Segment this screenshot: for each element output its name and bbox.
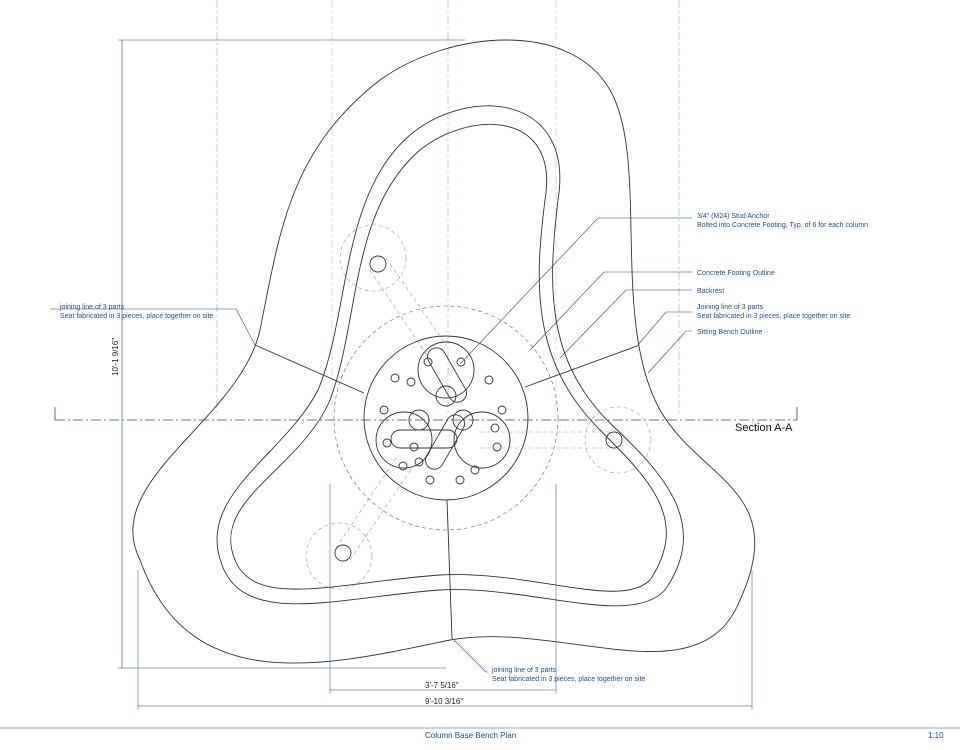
joining-bottom-note-line2: Seat fabricated in 3 pieces, place toget… [492, 676, 645, 683]
slot-links [390, 347, 467, 470]
backrest-outline [230, 124, 667, 592]
concrete-footing-outline [333, 305, 559, 531]
joining-lines [254, 344, 638, 639]
footing-width-dimension: 3'-7 5/16" [425, 681, 459, 690]
column-base-circle [363, 335, 529, 501]
horizontal-dimensions [137, 484, 753, 710]
joining-right-note-line1: Joining line of 3 parts [697, 304, 764, 311]
overall-width-dimension: 9'-10 3/16" [425, 697, 463, 706]
drawing-title: Column Base Bench Plan [425, 731, 516, 740]
stud-anchor-note-line2: Bolted into Concrete Footing, Typ. of 6 … [697, 222, 868, 229]
backrest-inner-outline [216, 105, 684, 607]
sitting-bench-note: Sitting Bench Outline [697, 329, 762, 336]
stud-anchor-note-line1: 3/4" (M24) Stud Anchor [697, 213, 770, 220]
joining-left-note-line1: joining line of 3 parts [59, 304, 125, 311]
joining-right-note-line2: Seat fabricated in 3 pieces, place toget… [697, 313, 850, 320]
vertical-dimension-label: 10'-1 9/16" [111, 338, 120, 376]
section-line [54, 407, 798, 421]
leader-lines [50, 217, 692, 673]
hidden-arms [305, 224, 652, 590]
joining-left-note-line2: Seat fabricated in 3 pieces, place toget… [60, 313, 213, 320]
backrest-note: Backrest [697, 288, 724, 295]
section-label: Section A-A [735, 422, 793, 434]
concrete-footing-note: Concrete Footing Outline [697, 270, 775, 277]
drawing-scale: 1:10 [928, 731, 944, 740]
anchor-bolt-holes [379, 357, 507, 485]
joining-bottom-note-line1: joining line of 3 parts [491, 667, 557, 674]
column-pipes [375, 341, 511, 469]
vertical-dimension [118, 39, 465, 669]
center-lines [216, 0, 680, 415]
